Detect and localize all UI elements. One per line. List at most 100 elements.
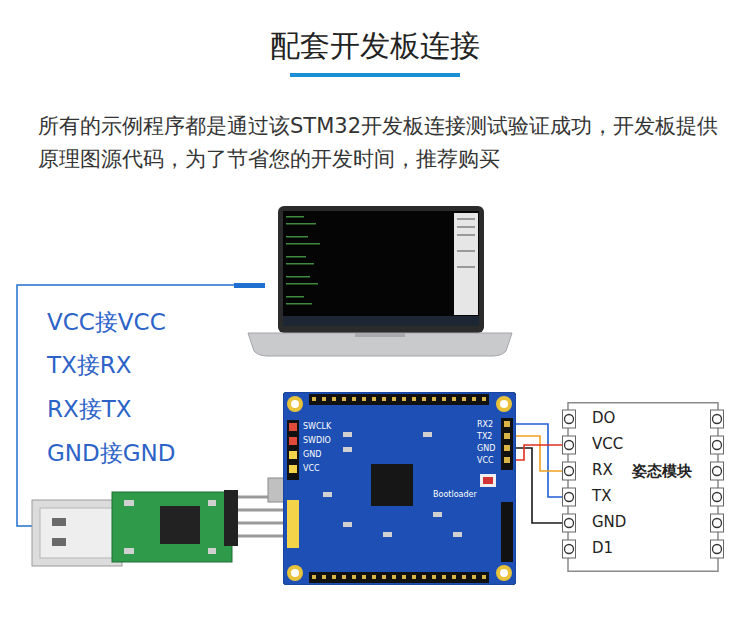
- pin-hole: [565, 519, 574, 528]
- pin-hole: [565, 545, 574, 554]
- header-pin: [322, 575, 326, 579]
- castellation: [563, 540, 576, 558]
- castellation: [711, 410, 724, 428]
- header-pin: [452, 575, 456, 579]
- laptop-part: [278, 206, 484, 333]
- smd-part: [423, 432, 432, 437]
- laptop-part: [286, 256, 306, 258]
- silkscreen-label: SWCLK: [303, 422, 331, 431]
- header-pin: [482, 575, 486, 579]
- usb-ttl-adapter-part: [224, 490, 238, 546]
- castellation: [711, 462, 724, 480]
- micro-usb-port-part: [268, 478, 285, 502]
- usb-link-line-part: [234, 283, 265, 288]
- usb-link-line: [17, 283, 265, 526]
- castellation: [711, 540, 724, 558]
- header-pin: [289, 437, 297, 445]
- pin-hole: [713, 467, 722, 476]
- laptop-part: [283, 211, 479, 326]
- wire: [516, 445, 562, 460]
- pin-name: D1: [592, 540, 613, 557]
- header-pin: [504, 421, 510, 427]
- header-pin: [289, 465, 297, 473]
- wire: [516, 424, 562, 497]
- usb-ttl-adapter-part: [238, 535, 284, 538]
- header-pin: [322, 397, 326, 401]
- header-pin: [392, 397, 396, 401]
- laptop: [248, 206, 512, 356]
- pin-hole: [565, 467, 574, 476]
- pin-name: VCC: [592, 436, 623, 453]
- laptop-part: [286, 276, 310, 278]
- castellation: [563, 488, 576, 506]
- castellation: [563, 436, 576, 454]
- laptop-part: [286, 283, 318, 285]
- header-pin: [504, 457, 510, 463]
- mcu-chip: [371, 464, 413, 506]
- intro-text: 所有的示例程序都是通过该STM32开发板连接测试验证成功，开发板提供原理图源代码…: [38, 110, 728, 176]
- pin-header: [287, 420, 299, 480]
- mount-hole: [291, 400, 299, 408]
- header-pin: [372, 397, 376, 401]
- usb-ttl-adapter-part: [124, 548, 134, 554]
- header-pin: [442, 575, 446, 579]
- pin-header: [309, 394, 489, 405]
- header-pin: [412, 575, 416, 579]
- castellation: [563, 410, 576, 428]
- laptop-part: [286, 303, 312, 305]
- header-pin: [289, 423, 297, 431]
- smd-part: [433, 512, 442, 517]
- header-pin: [392, 575, 396, 579]
- dev-board: SWCLKSWDIOGNDVCCRX2TX2GNDVCCBootloader: [283, 392, 516, 585]
- usb-ttl-adapter-part: [112, 492, 232, 562]
- usb-ttl-adapter-part: [124, 500, 134, 506]
- mount-hole: [291, 569, 299, 577]
- pin-header: [501, 502, 513, 562]
- header-pin: [372, 575, 376, 579]
- usb-ttl-adapter-part: [208, 548, 216, 554]
- pin-hole: [565, 441, 574, 450]
- header-pin: [462, 397, 466, 401]
- header-pin: [472, 575, 476, 579]
- castellation: [563, 462, 576, 480]
- usb-ttl-adapter-part: [40, 508, 114, 558]
- laptop-part: [283, 316, 479, 326]
- smd-part: [323, 492, 332, 497]
- silkscreen-label: SWDIO: [303, 436, 331, 445]
- header-pin: [432, 397, 436, 401]
- header-pin: [342, 575, 346, 579]
- pin-hole: [713, 545, 722, 554]
- header-pin: [402, 397, 406, 401]
- pin-name: TX: [592, 488, 611, 505]
- pin-header: [287, 500, 299, 548]
- header-pin: [462, 575, 466, 579]
- header-pin: [352, 397, 356, 401]
- smd-part: [383, 532, 392, 537]
- header-pin: [402, 575, 406, 579]
- silkscreen-label: GND: [477, 444, 495, 453]
- silkscreen-label: VCC: [303, 464, 320, 473]
- usb-ttl-adapter-part: [52, 518, 66, 526]
- pin-hole: [713, 441, 722, 450]
- module-name: 姿态模块: [632, 463, 692, 480]
- laptop-part: [457, 234, 475, 236]
- silkscreen-label: Bootloader: [433, 490, 477, 499]
- pin-hole: [565, 415, 574, 424]
- header-pin: [332, 397, 336, 401]
- pin-name: RX: [592, 462, 613, 479]
- boot-button: [483, 477, 493, 484]
- usb-link-line-part: [17, 285, 236, 526]
- header-pin: [504, 433, 510, 439]
- usb-ttl-adapter-part: [52, 538, 66, 546]
- page-title: 配套开发板连接: [0, 26, 750, 67]
- castellation: [711, 514, 724, 532]
- title-underline-part: [290, 73, 460, 77]
- laptop-part: [286, 216, 304, 218]
- connection-note: VCC接VCC: [47, 307, 166, 338]
- mount-hole: [500, 569, 508, 577]
- pcb: [283, 392, 516, 585]
- usb-ttl-adapter-part: [32, 500, 122, 566]
- usb-ttl-adapter-part: [160, 506, 200, 544]
- pin-header: [309, 572, 489, 583]
